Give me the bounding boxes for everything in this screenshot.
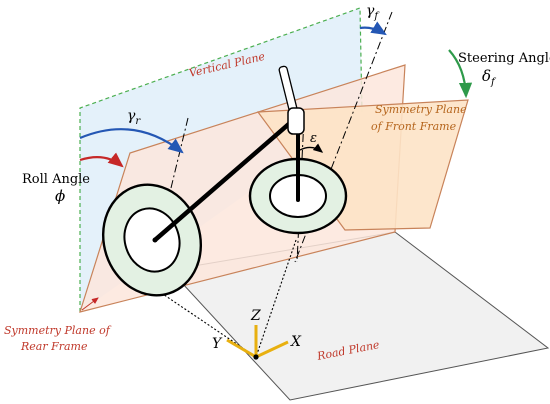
axis-z-label: Z [250,308,261,324]
rear-symmetry-label-2: Rear Frame [20,340,88,353]
steering-axis-line [294,11,393,263]
roll-angle-label: Roll Angle [22,172,90,187]
steering-angle-label: Steering Angle [458,51,550,66]
roll-angle-symbol: ϕ [55,187,65,205]
gamma-r-label: γr [127,108,141,127]
axis-y-label: Y [212,336,223,352]
roll-angle-arc [79,152,124,168]
steering-angle-symbol: δf [482,67,497,88]
rear-symmetry-label-1: Symmetry Plane of [4,324,112,337]
epsilon-arc [299,143,324,153]
epsilon-label: ε [310,131,317,146]
head-tube [287,107,305,135]
vertical-plane-edge [79,7,363,312]
rear-hub [152,237,158,243]
axis-x-label: X [290,334,302,350]
front-contact-line [255,239,297,358]
rear-frame-pointer [81,297,99,311]
front-symmetry-label-2: of Front Frame [371,120,457,133]
rear-frame [152,120,293,243]
coordinate-axes [226,325,289,360]
front-symmetry-label-1: Symmetry Plane [375,103,467,116]
gamma-f-label: γf [366,3,380,22]
rear-wheel-inner [123,207,181,273]
gamma-f-arc [359,21,387,36]
gamma-r-arc [79,128,184,154]
steering-angle-arc [448,49,473,99]
